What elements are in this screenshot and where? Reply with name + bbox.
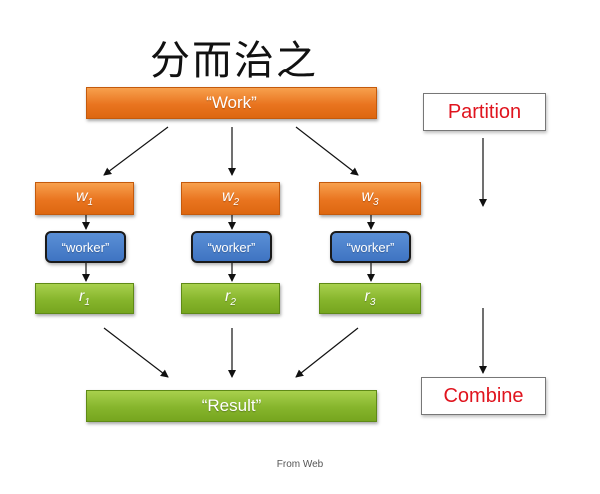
w3-box: w3 — [319, 182, 421, 215]
r2-box: r2 — [181, 283, 280, 314]
arrow-r1-to-result — [103, 327, 169, 378]
r1-label: r1 — [79, 288, 90, 309]
result-label: “Result” — [201, 396, 262, 415]
worker-3-label: “worker” — [346, 239, 395, 255]
work-label: “Work” — [206, 93, 257, 112]
diagram-title: 分而治之 — [150, 38, 318, 84]
arrow-work-to-w3 — [295, 126, 359, 176]
combine-box: Combine — [421, 377, 546, 415]
arrow-work-to-w1 — [103, 126, 169, 176]
work-box: “Work” — [86, 87, 377, 119]
worker-2-box: “worker” — [191, 231, 272, 263]
arrow-r3-to-result — [295, 327, 359, 378]
w3-label: w3 — [361, 188, 379, 209]
w2-box: w2 — [181, 182, 280, 215]
r1-box: r1 — [35, 283, 134, 314]
source-caption: From Web — [276, 459, 324, 470]
r3-box: r3 — [319, 283, 421, 314]
worker-3-box: “worker” — [330, 231, 411, 263]
partition-box: Partition — [423, 93, 546, 131]
w1-label: w1 — [75, 188, 94, 209]
combine-label: Combine — [443, 384, 524, 407]
r3-label: r3 — [364, 288, 376, 309]
w1-box: w1 — [35, 182, 134, 215]
worker-1-box: “worker” — [45, 231, 126, 263]
result-box: “Result” — [86, 390, 377, 422]
worker-2-label: “worker” — [207, 239, 256, 255]
r2-label: r2 — [225, 288, 236, 309]
w2-label: w2 — [221, 188, 240, 209]
worker-1-label: “worker” — [61, 239, 110, 255]
partition-label: Partition — [447, 100, 522, 123]
